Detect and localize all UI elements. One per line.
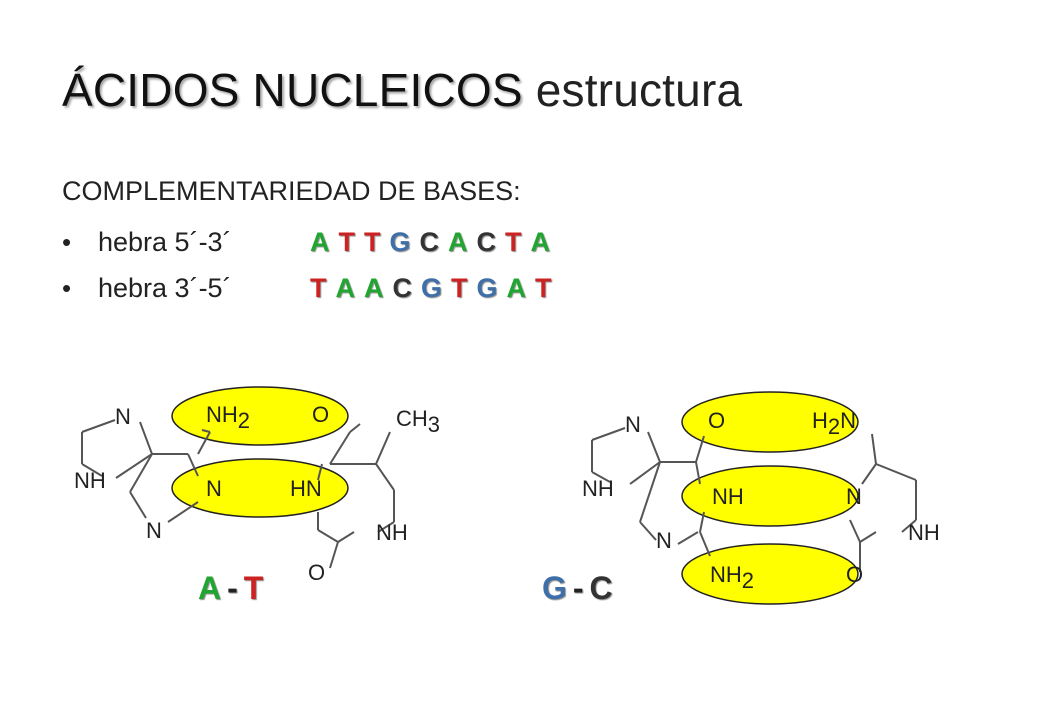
- atom-ch3: CH3: [396, 406, 440, 437]
- atom-hn: HN: [290, 476, 322, 501]
- base-letter: T: [364, 227, 382, 257]
- atom-nh2-sub: 2: [742, 568, 754, 593]
- base-letter: C: [419, 227, 441, 257]
- slide-title: ÁCIDOS NUCLEICOS estructura: [62, 62, 742, 118]
- base-letter: C: [476, 227, 498, 257]
- atom-n-low: N: [146, 518, 162, 543]
- atom-o-top: O: [312, 402, 329, 427]
- atom-nh-ring: NH: [582, 476, 614, 501]
- base-letter: T: [451, 273, 469, 303]
- base-letter: A: [364, 273, 385, 303]
- bullet-label: hebra 3´-5´: [98, 273, 232, 303]
- pair-label-left: A: [198, 570, 222, 606]
- atom-n-mid: N: [206, 476, 222, 501]
- atom-n-ring: N: [625, 412, 641, 437]
- hbond-ellipse-top: [171, 386, 349, 446]
- base-letter: T: [310, 273, 328, 303]
- base-letter: A: [310, 227, 331, 257]
- gc-pair-structure: N NH N O H2N NH N NH2 O NH: [582, 391, 940, 605]
- title-rest: estructura: [522, 64, 743, 116]
- atom-nh-mid: NH: [712, 484, 744, 509]
- pair-label-gc: G-C: [542, 570, 619, 607]
- atom-n-ring: N: [115, 404, 131, 429]
- pair-label-left: G: [542, 570, 567, 606]
- atom-h2n: H2N: [812, 408, 856, 439]
- atom-nh2-main: NH: [206, 402, 238, 427]
- atom-nh2: NH2: [206, 402, 250, 433]
- atom-nh-right: NH: [908, 520, 940, 545]
- atom-h2n-h: H: [812, 408, 828, 433]
- atom-ch3-sub: 3: [428, 412, 440, 437]
- hbond-ellipse-bottom: [681, 543, 859, 605]
- base-letter: T: [505, 227, 523, 257]
- base-letter: C: [392, 273, 413, 303]
- atom-nh-ring: NH: [74, 468, 106, 493]
- base-letter: T: [338, 227, 356, 257]
- pair-label-right: T: [243, 570, 264, 606]
- base-letter: A: [448, 227, 469, 257]
- bullet-dot: •: [62, 273, 72, 303]
- atom-n-mid: N: [846, 484, 862, 509]
- bond-lines: [81, 419, 395, 569]
- atom-nh2-main: NH: [710, 562, 742, 587]
- base-letter: G: [389, 227, 412, 257]
- hydrogen-bond-ellipses: [681, 391, 859, 605]
- atom-h2n-n: N: [840, 408, 856, 433]
- at-pair-structure: N NH N NH2 N O HN CH3 NH O: [74, 386, 440, 585]
- title-strong: ÁCIDOS NUCLEICOS: [62, 64, 523, 116]
- bullet-label: hebra 5´-3´: [98, 227, 232, 257]
- atom-n-low: N: [656, 528, 672, 553]
- base-letter: A: [506, 273, 528, 303]
- base-letter: G: [476, 273, 499, 303]
- pair-label-at: A-T: [198, 570, 269, 607]
- atom-o-top: O: [708, 408, 725, 433]
- hbond-ellipse-middle: [171, 458, 349, 518]
- atom-ch3-main: CH: [396, 406, 428, 431]
- bullet-dot: •: [62, 227, 72, 257]
- subtitle: COMPLEMENTARIEDAD DE BASES:: [62, 176, 521, 206]
- base-letter: A: [335, 273, 356, 303]
- atom-o-bottom: O: [308, 560, 325, 585]
- hydrogen-bond-ellipses: [171, 386, 349, 518]
- base-letter: A: [530, 227, 552, 257]
- atom-h2n-sub: 2: [828, 414, 840, 439]
- hbond-ellipse-top: [681, 391, 859, 453]
- bond-lines: [591, 427, 917, 572]
- atom-o-bottom: O: [846, 562, 863, 587]
- pair-label-sep: -: [572, 570, 584, 606]
- atom-nh2-sub: 2: [238, 408, 250, 433]
- pair-label-sep: -: [227, 570, 238, 606]
- hbond-ellipse-middle: [681, 465, 859, 527]
- base-letter: G: [421, 273, 444, 303]
- base-letter: T: [535, 273, 553, 303]
- atom-nh-right: NH: [376, 520, 408, 545]
- atom-nh2: NH2: [710, 562, 754, 593]
- pair-label-right: C: [589, 570, 613, 606]
